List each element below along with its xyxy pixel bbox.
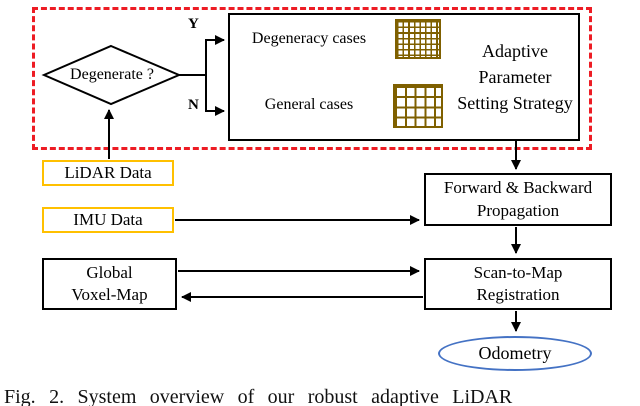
general-cases-label: General cases [264,96,354,113]
propagation-box: Forward & Backward Propagation [424,173,612,226]
figure-caption: Fig. 2. System overview of our robust ad… [4,386,513,406]
voxel-map-box: Global Voxel-Map [42,258,177,310]
degeneracy-cases-label: Degeneracy cases [251,30,367,47]
lidar-data-box: LiDAR Data [42,160,174,186]
branch-yes-label: Y [188,16,199,32]
odometry-label: Odometry [478,343,552,363]
degenerate-label: Degenerate ? [70,66,154,83]
adaptive-region-outline [32,7,592,150]
registration-box: Scan-to-Map Registration [424,258,612,310]
odometry-node: Odometry [438,336,592,371]
sparse-grid-icon [393,84,443,128]
imu-data-box: IMU Data [42,207,174,233]
branch-no-label: N [188,97,199,113]
strategy-title: Adaptive Parameter Setting Strategy [457,40,573,114]
dense-grid-icon [395,19,441,59]
